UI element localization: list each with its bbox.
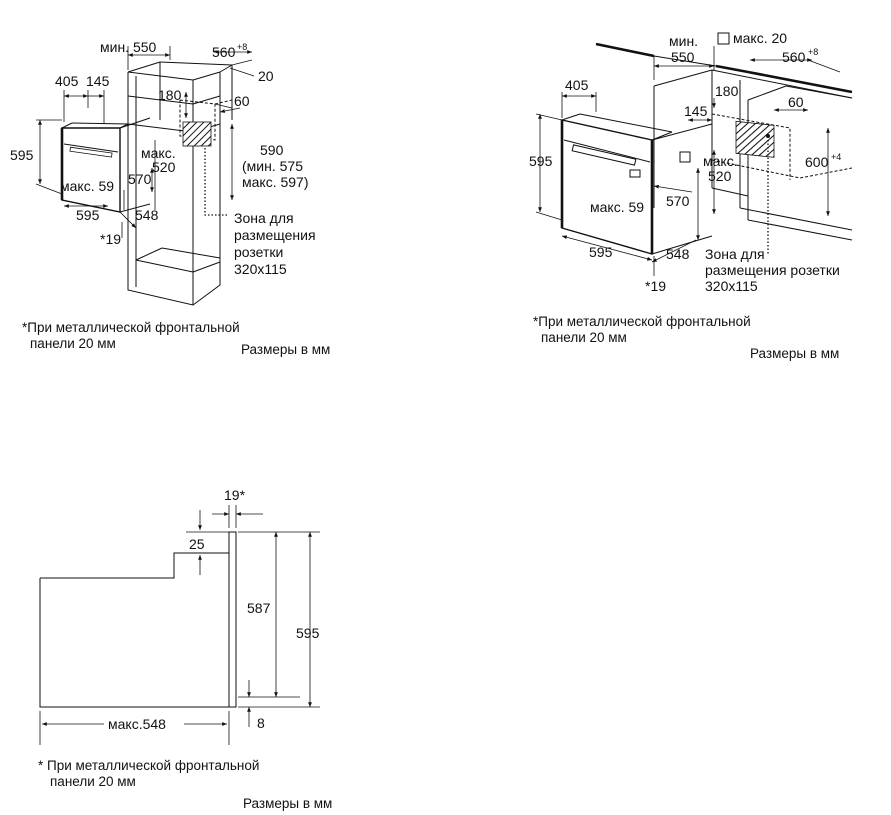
counter-145-label: 145: [684, 103, 708, 119]
tall-60-label: 60: [234, 93, 250, 109]
tall-590-min-label: (мин. 575: [242, 158, 303, 174]
tall-145-label: 145: [86, 73, 110, 89]
tall-590-max-label: макс. 597): [242, 174, 309, 190]
counter-548-label: 548: [666, 246, 690, 262]
counter-60-label: 60: [788, 94, 804, 110]
counter-socket-line-2: размещения розетки: [705, 262, 840, 278]
counter-405-label: 405: [565, 77, 589, 93]
side-footnote-line-2: панели 20 мм: [50, 774, 136, 789]
tall-oven-body: [60, 117, 151, 213]
counter-595-width-label: 595: [589, 244, 613, 260]
side-footnote-line-1: * При металлической фронтальной: [38, 758, 259, 773]
tall-19-label: *19: [100, 231, 121, 247]
counter-dimension-lines: [535, 32, 841, 276]
side-max-548-label: макс.548: [108, 716, 166, 732]
tall-180-label: 180: [158, 87, 182, 103]
tall-595-width-label: 595: [76, 207, 100, 223]
counter-max-label: макс.: [703, 153, 738, 169]
counter-oven-body: [560, 113, 713, 255]
tall-min-550-label: мин. 550: [100, 39, 157, 55]
counter-550-label: 550: [671, 49, 695, 65]
tall-units-note: Размеры в мм: [241, 342, 330, 357]
side-19-label: 19*: [224, 487, 246, 503]
counter-min-label: мин.: [669, 33, 698, 49]
counter-595-height-label: 595: [529, 153, 553, 169]
counter-units-note: Размеры в мм: [750, 346, 839, 361]
counter-600-tol-label: +4: [831, 152, 841, 162]
counter-max-59-label: макс. 59: [590, 199, 644, 215]
side-595-label: 595: [296, 625, 320, 641]
tall-570-label: 570: [128, 171, 152, 187]
diagram-under-counter: мин. 550 макс. 20 560 +8 405 180 145 60 …: [529, 30, 853, 361]
counter-560-label: 560: [782, 49, 806, 65]
side-view-dimension-lines: [39, 505, 320, 745]
counter-19-label: *19: [645, 278, 666, 294]
counter-footnote-line-1: *При металлической фронтальной: [533, 314, 751, 329]
tall-548-label: 548: [135, 207, 159, 223]
side-8-label: 8: [257, 715, 265, 731]
tall-405-label: 405: [55, 73, 79, 89]
tall-socket-line-3: розетки: [234, 244, 283, 260]
side-view-outline: [39, 531, 237, 708]
counter-socket-zone-hatch: [735, 120, 775, 158]
tall-socket-line-4: 320x115: [234, 261, 287, 277]
tall-width-560-label: 560: [212, 44, 236, 60]
counter-560-tol-label: +8: [808, 47, 818, 57]
counter-socket-line-1: Зона для: [705, 246, 765, 262]
tall-520-label: 520: [152, 159, 176, 175]
counter-520-label: 520: [708, 168, 732, 184]
tall-socket-line-1: Зона для: [234, 210, 294, 226]
side-587-label: 587: [247, 600, 271, 616]
tall-footnote-line-1: *При металлической фронтальной: [22, 320, 240, 335]
counter-max-20-label: макс. 20: [733, 30, 787, 46]
counter-cabinet-outline: [595, 42, 853, 255]
side-25-label: 25: [189, 536, 205, 552]
tall-max-59-label: макс. 59: [60, 178, 114, 194]
tall-595-height-label: 595: [10, 147, 34, 163]
side-units-note: Размеры в мм: [243, 796, 332, 811]
counter-footnote-line-2: панели 20 мм: [541, 330, 627, 345]
tall-footnote-line-2: панели 20 мм: [30, 336, 116, 351]
counter-600-label: 600: [805, 154, 829, 170]
counter-socket-zone-text: Зона для размещения розетки 320x115: [705, 246, 840, 294]
max-20-box: [717, 32, 730, 45]
tall-max-label: макс.: [141, 145, 176, 161]
counter-socket-line-3: 320x115: [705, 278, 758, 294]
diagram-side-view: 19* 25 587 595 макс.548 8 * При металлич…: [38, 487, 332, 811]
tall-socket-line-2: размещения: [234, 227, 316, 243]
tall-width-tol-label: +8: [237, 42, 247, 52]
counter-180-label: 180: [715, 83, 739, 99]
tall-dimension-lines: [35, 46, 255, 238]
counter-570-label: 570: [666, 193, 690, 209]
tall-depth-20-label: 20: [258, 68, 274, 84]
socket-zone-hatch: [182, 121, 212, 147]
tall-cabinet-outline: [127, 61, 233, 306]
tall-590-label: 590: [260, 142, 284, 158]
tall-socket-zone-text: Зона для размещения розетки 320x115: [234, 210, 316, 277]
diagram-tall-cabinet: мин. 550 560 +8 20 405 145 180 60 590 (м…: [10, 39, 330, 357]
